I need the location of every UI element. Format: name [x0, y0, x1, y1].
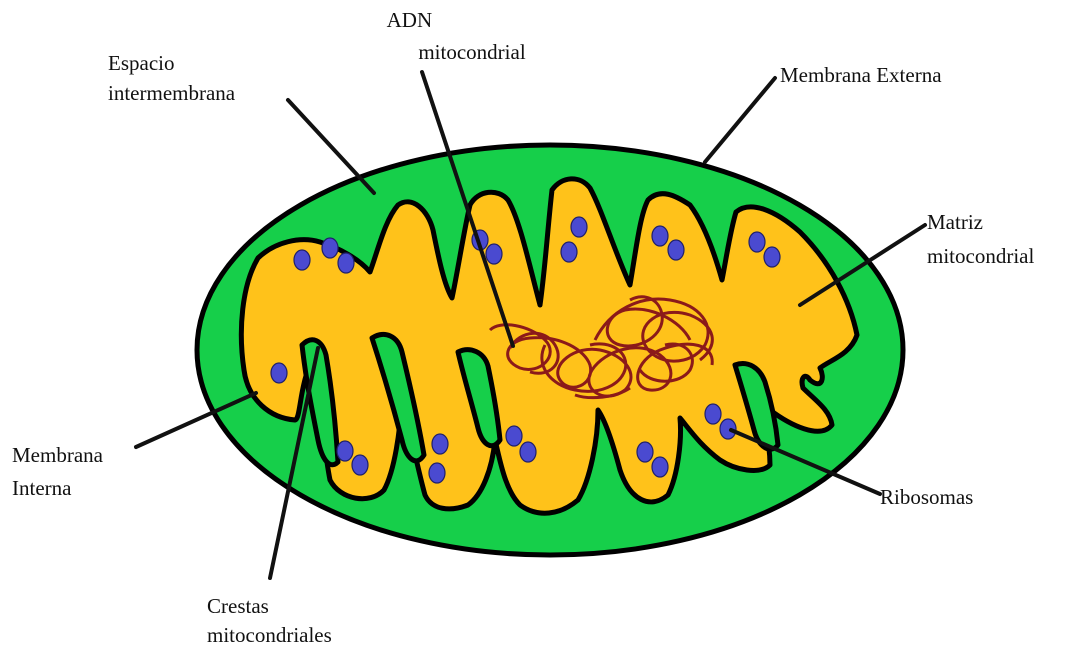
label-cristae: Crestas mitocondriales — [207, 594, 332, 647]
ribosome — [294, 250, 310, 270]
label-matrix: Matriz mitocondrial — [927, 210, 1034, 268]
label-ribosomes: Ribosomas — [880, 485, 973, 509]
label-intermembrane-space-line1: Espacio — [108, 51, 174, 75]
label-outer-membrane: Membrana Externa — [780, 63, 942, 87]
label-inner-membrane-line2: Interna — [12, 476, 72, 500]
ribosome — [652, 457, 668, 477]
ribosome — [429, 463, 445, 483]
ribosome — [432, 434, 448, 454]
ribosome — [571, 217, 587, 237]
ribosome — [271, 363, 287, 383]
label-outer-membrane-line1: Membrana Externa — [780, 63, 942, 87]
label-mitochondrial-dna-line1: ADN — [387, 8, 433, 32]
ribosome — [337, 441, 353, 461]
ribosome — [764, 247, 780, 267]
ribosome — [637, 442, 653, 462]
ribosome — [652, 226, 668, 246]
ribosome — [352, 455, 368, 475]
label-matrix-line1: Matriz — [927, 210, 983, 234]
label-cristae-line2: mitocondriales — [207, 623, 332, 647]
label-inner-membrane-line1: Membrana — [12, 443, 104, 467]
label-mitochondrial-dna: ADN mitocondrial — [387, 8, 526, 64]
ribosome — [705, 404, 721, 424]
ribosome — [668, 240, 684, 260]
label-intermembrane-space: Espacio intermembrana — [108, 51, 236, 105]
ribosome — [561, 242, 577, 262]
ribosome — [486, 244, 502, 264]
label-matrix-line2: mitocondrial — [927, 244, 1034, 268]
label-ribosomes-line1: Ribosomas — [880, 485, 973, 509]
label-mitochondrial-dna-line2: mitocondrial — [418, 40, 525, 64]
ribosome — [322, 238, 338, 258]
leader-intermembrane-space — [288, 100, 374, 193]
ribosome — [520, 442, 536, 462]
label-inner-membrane: Membrana Interna — [12, 443, 108, 500]
ribosome — [749, 232, 765, 252]
label-cristae-line1: Crestas — [207, 594, 269, 618]
ribosome — [338, 253, 354, 273]
label-intermembrane-space-line2: intermembrana — [108, 81, 236, 105]
leader-outer-membrane — [705, 78, 775, 162]
ribosome — [506, 426, 522, 446]
